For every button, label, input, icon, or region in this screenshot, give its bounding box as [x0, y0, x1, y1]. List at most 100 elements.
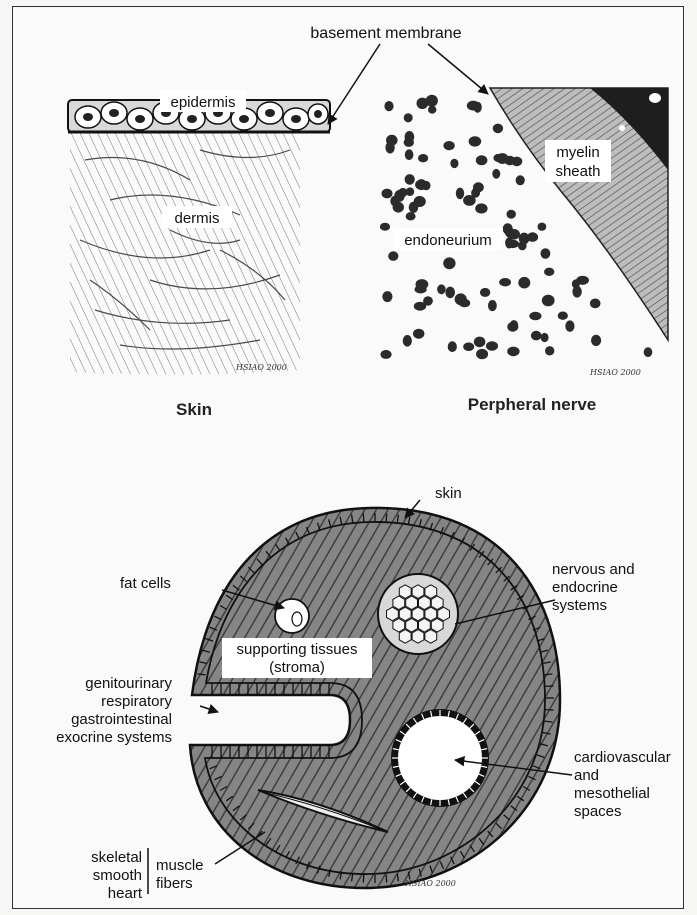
endoneurium-cell [382, 189, 393, 199]
skin-caption: Skin [176, 400, 212, 419]
endoneurium-cell [541, 333, 549, 342]
endoneurium-cell [473, 102, 481, 113]
endoneurium-cell [538, 223, 547, 231]
endoneurium-cell [511, 157, 522, 167]
endoneurium-cell [591, 335, 601, 346]
endoneurium-cell [492, 169, 500, 179]
endoneurium-cell [541, 248, 551, 259]
endoneurium-cell [463, 195, 476, 206]
endoneurium-cell [380, 223, 390, 231]
myelin-label-2: sheath [555, 163, 600, 180]
visceral-label-2: respiratory [101, 693, 172, 710]
basement-membrane-label: basement membrane [310, 25, 461, 42]
endoneurium-cell [413, 329, 424, 339]
endoneurium-cell [558, 312, 568, 320]
nervous-label-3: systems [552, 597, 607, 614]
endoneurium-cell [414, 302, 426, 311]
visceral-label-3: gastrointestinal [71, 711, 172, 728]
endoneurium-cell [443, 141, 454, 150]
endoneurium-cell [590, 299, 601, 309]
endoneurium-cell [418, 154, 428, 162]
endoneurium-cell [529, 312, 541, 321]
endoneurium-cell [405, 131, 415, 143]
endoneurium-cell [463, 342, 474, 351]
endoneurium-cell [488, 300, 497, 311]
endoneurium-cell [510, 320, 519, 330]
muscle-type-smooth: smooth [93, 867, 142, 884]
endoneurium-cell [476, 349, 488, 359]
cardio-label-1: cardiovascular [574, 749, 671, 766]
endoneurium-cell [505, 237, 513, 248]
skin-signature: HSIAO 2000 [235, 363, 287, 372]
endoneurium-cell [474, 337, 486, 348]
endoneurium-cell [516, 175, 525, 185]
endoneurium-cell [445, 287, 455, 299]
dermis-label: dermis [174, 210, 219, 227]
epidermis-label: epidermis [170, 94, 235, 111]
endoneurium-cell [456, 188, 464, 200]
endoneurium-cell [448, 341, 457, 352]
stroma-label-2: (stroma) [269, 659, 325, 676]
endoneurium-cell [576, 276, 589, 285]
muscle-type-skeletal: skeletal [91, 849, 142, 866]
endoneurium-cell [416, 179, 427, 190]
endoneurium-cell [507, 210, 516, 219]
endoneurium-cell [469, 136, 482, 146]
endoneurium-cell [496, 153, 508, 164]
endoneurium-label: endoneurium [404, 232, 492, 249]
nervous-label-2: endocrine [552, 579, 618, 596]
nerve-signature: HSIAO 2000 [589, 368, 641, 377]
endoneurium-cell [382, 291, 392, 302]
fibers-label: fibers [156, 875, 193, 892]
endoneurium-cell [417, 98, 429, 109]
endoneurium-cell [380, 350, 391, 359]
endoneurium-cell [416, 279, 429, 289]
endoneurium-cell [390, 196, 399, 207]
endoneurium-cell [499, 278, 511, 286]
endoneurium-cell [385, 142, 394, 154]
endoneurium-cell [443, 257, 455, 269]
stroma-label-1: supporting tissues [237, 641, 358, 658]
endoneurium-cell [542, 295, 555, 307]
muscle-label: muscle [156, 857, 204, 874]
nerve-caption: Perpheral nerve [468, 395, 597, 414]
endoneurium-cell [405, 149, 414, 160]
endoneurium-cell [476, 155, 488, 165]
myelin-label-1: myelin [556, 144, 599, 161]
endoneurium-cell [404, 113, 413, 122]
endoneurium-cell [455, 293, 467, 305]
muscle-type-heart: heart [108, 885, 143, 902]
nerve-panel [380, 88, 668, 359]
endoneurium-cell [519, 233, 530, 245]
endoneurium-cell [406, 187, 414, 196]
endoneurium-cell [518, 277, 530, 289]
endoneurium-cell [507, 347, 519, 357]
endoneurium-cell [384, 101, 393, 111]
endoneurium-cell [450, 159, 458, 168]
visceral-label-1: genitourinary [85, 675, 172, 692]
endoneurium-cell [406, 212, 416, 220]
basement-membrane-arrows [328, 44, 488, 124]
fat-cells-label: fat cells [120, 575, 171, 592]
endoneurium-cell [480, 288, 490, 297]
endoneurium-cell [437, 284, 446, 294]
skin-panel [68, 90, 330, 375]
endoneurium-cell [405, 174, 415, 185]
cardio-label-3: mesothelial [574, 785, 650, 802]
nervous-label-1: nervous and [552, 561, 635, 578]
endoneurium-cell [545, 346, 554, 355]
visceral-label-4: exocrine systems [56, 729, 172, 746]
endoneurium-cell [475, 203, 487, 213]
endoneurium-cell [403, 335, 412, 347]
endoneurium-cell [644, 347, 653, 357]
endoneurium-cell [409, 202, 419, 213]
cardio-label-4: spaces [574, 803, 622, 820]
body-diagram [190, 508, 560, 888]
endoneurium-cell [473, 182, 484, 192]
endoneurium-cell [388, 251, 398, 261]
endoneurium-cell [493, 124, 503, 134]
endoneurium-cell [565, 320, 574, 331]
endoneurium-cell [486, 341, 498, 351]
